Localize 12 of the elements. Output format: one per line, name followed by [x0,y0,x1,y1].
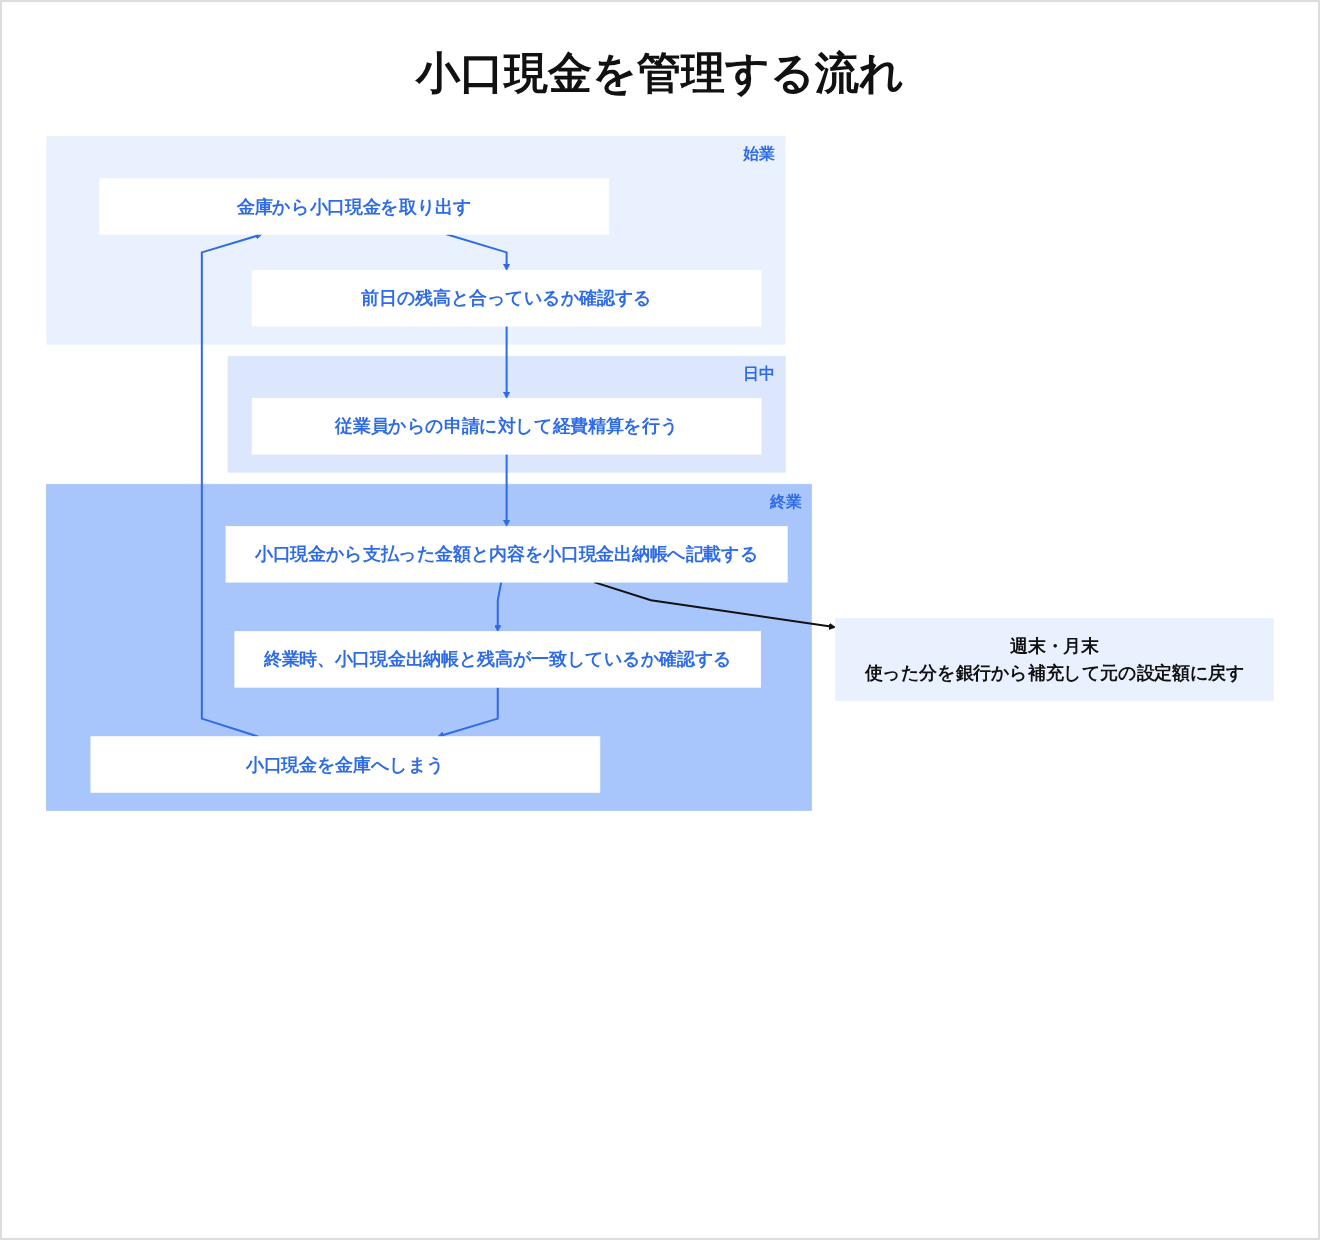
arrow [494,581,503,632]
node-box: 従業員からの申請に対して経費精算を行う [251,398,762,455]
node-box: 週末・月末 使った分を銀行から補充して元の設定額に戻す [835,617,1274,701]
arrow [503,326,511,399]
node-box: 小口現金から支払った金額と内容を小口現金出納帳へ記載する [225,526,788,583]
arrow [503,454,511,527]
node-box: 終業時、小口現金出納帳と残高が一致しているか確認する [234,631,762,688]
diagram-title: 小口現金を管理する流れ [416,46,904,100]
arrow [446,233,511,271]
node-box: 前日の残高と合っているか確認する [251,270,762,327]
node-box: 金庫から小口現金を取り出す [99,178,610,235]
node-box: 小口現金を金庫へしまう [90,736,601,793]
